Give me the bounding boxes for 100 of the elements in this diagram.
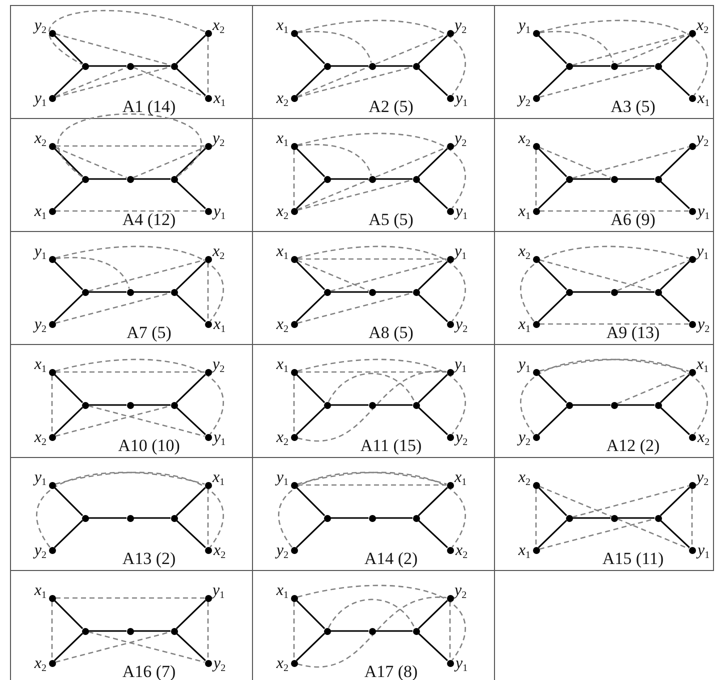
dashed-edge	[55, 257, 130, 289]
vertex-dot	[126, 288, 134, 296]
solid-edge	[660, 486, 690, 516]
vertex-label: y$_{1}$	[454, 356, 467, 374]
vertex-label: y$_{2}$	[454, 582, 467, 600]
vertex-label: x$_{2}$	[696, 18, 709, 36]
vertex-label: x$_{1}$	[34, 582, 46, 600]
vertex-dot	[610, 176, 618, 182]
vertex-label: y$_{1}$	[214, 204, 226, 222]
vertex-label: y$_{2}$	[698, 316, 710, 334]
dashed-edge	[296, 146, 448, 210]
vertex-label: y$_{1}$	[696, 244, 709, 262]
solid-edge	[572, 65, 610, 67]
vertex-label: y$_{2}$	[456, 430, 468, 448]
dashed-edge	[207, 262, 209, 320]
vertex-dot	[82, 62, 88, 70]
dashed-edge	[207, 36, 209, 94]
vertex-dot	[610, 288, 618, 296]
vertex-dot	[82, 176, 88, 182]
graph-caption: A9 (13)	[606, 324, 660, 341]
solid-edge	[618, 65, 654, 67]
vertex-dot	[368, 288, 376, 296]
graph-caption: A2 (5)	[368, 98, 414, 115]
solid-edge	[134, 517, 170, 519]
solid-edge	[88, 291, 126, 293]
solid-edge	[88, 517, 126, 519]
vertex-label: x$_{2}$	[212, 244, 225, 262]
solid-edge	[660, 374, 690, 404]
vertex-label: y$_{2}$	[518, 90, 530, 108]
graph-cell	[494, 457, 714, 571]
dashed-edge	[616, 260, 690, 292]
solid-edge	[418, 68, 448, 96]
vertex-dot	[126, 62, 134, 70]
dashed-edge	[207, 488, 209, 546]
dashed-edge	[328, 598, 416, 628]
solid-edge	[176, 148, 206, 178]
vertex-label: x$_{1}$	[276, 18, 288, 36]
vertex-label: x$_{2}$	[34, 656, 46, 674]
dashed-edge	[132, 146, 206, 178]
graph-cell	[252, 5, 495, 119]
dashed-edge	[36, 472, 205, 548]
dashed-edge	[55, 472, 224, 548]
solid-edge	[54, 374, 84, 404]
dashed-edge	[55, 246, 224, 322]
dashed-edge	[48, 10, 206, 65]
vertex-dot	[324, 402, 330, 408]
solid-edge	[418, 600, 448, 630]
dashed-edge	[56, 371, 204, 373]
dashed-edge	[540, 323, 688, 325]
solid-edge	[538, 34, 568, 64]
dashed-edge	[297, 584, 466, 661]
solid-edge	[418, 180, 448, 210]
vertex-dot	[566, 176, 572, 182]
vertex-label: x$_{1}$	[696, 356, 709, 374]
vertex-dot	[654, 402, 662, 408]
solid-edge	[538, 294, 568, 322]
solid-edge	[330, 404, 368, 406]
dashed-edge	[297, 31, 372, 63]
dashed-edge	[535, 150, 537, 208]
vertex-label: x$_{2}$	[276, 204, 288, 222]
dashed-edge	[538, 486, 690, 550]
solid-edge	[572, 178, 610, 180]
dashed-edge	[297, 132, 466, 209]
vertex-dot	[324, 628, 330, 634]
vertex-dot	[170, 176, 178, 182]
vertex-dot	[368, 628, 376, 634]
dashed-edge	[56, 597, 204, 599]
vertex-dot	[324, 62, 330, 70]
dashed-edge	[297, 358, 466, 435]
vertex-dot	[566, 62, 572, 70]
vertex-label: x$_{2}$	[518, 244, 530, 262]
solid-edge	[88, 630, 126, 632]
dashed-edge	[51, 602, 53, 660]
dashed-edge	[572, 146, 689, 179]
dashed-edge	[328, 372, 416, 402]
vertex-dot	[610, 514, 618, 522]
dashed-edge	[520, 358, 689, 435]
vertex-label: x$_{2}$	[518, 470, 530, 488]
vertex-label: y$_{1}$	[276, 470, 288, 488]
vertex-label: x$_{2}$	[518, 130, 530, 148]
graph-caption: A6 (9)	[610, 211, 656, 228]
solid-edge	[538, 520, 568, 548]
solid-edge	[54, 34, 84, 64]
graph-caption: A4 (12)	[122, 211, 176, 228]
vertex-dot	[412, 628, 420, 634]
solid-edge	[296, 632, 326, 662]
solid-edge	[176, 180, 206, 210]
dashed-edge	[540, 210, 688, 212]
solid-edge	[330, 517, 368, 519]
vertex-label: x$_{1}$	[518, 542, 530, 560]
vertex-label: y$_{1}$	[518, 356, 530, 374]
vertex-label: y$_{1}$	[34, 470, 46, 488]
vertex-label: x$_{1}$	[698, 90, 710, 108]
dashed-edge	[293, 602, 295, 660]
vertex-dot	[82, 288, 88, 296]
solid-edge	[54, 406, 84, 436]
vertex-dot	[170, 514, 178, 522]
vertex-dot	[82, 514, 88, 522]
vertex-label: y$_{1}$	[34, 90, 46, 108]
solid-edge	[176, 34, 206, 64]
